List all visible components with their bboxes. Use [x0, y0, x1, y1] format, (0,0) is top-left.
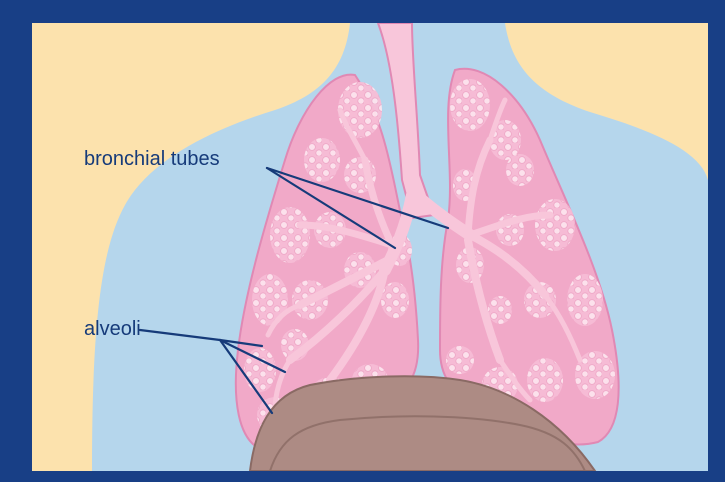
- bronchial-tubes-label: bronchial tubes: [84, 147, 220, 171]
- alveoli-label: alveoli: [84, 317, 141, 341]
